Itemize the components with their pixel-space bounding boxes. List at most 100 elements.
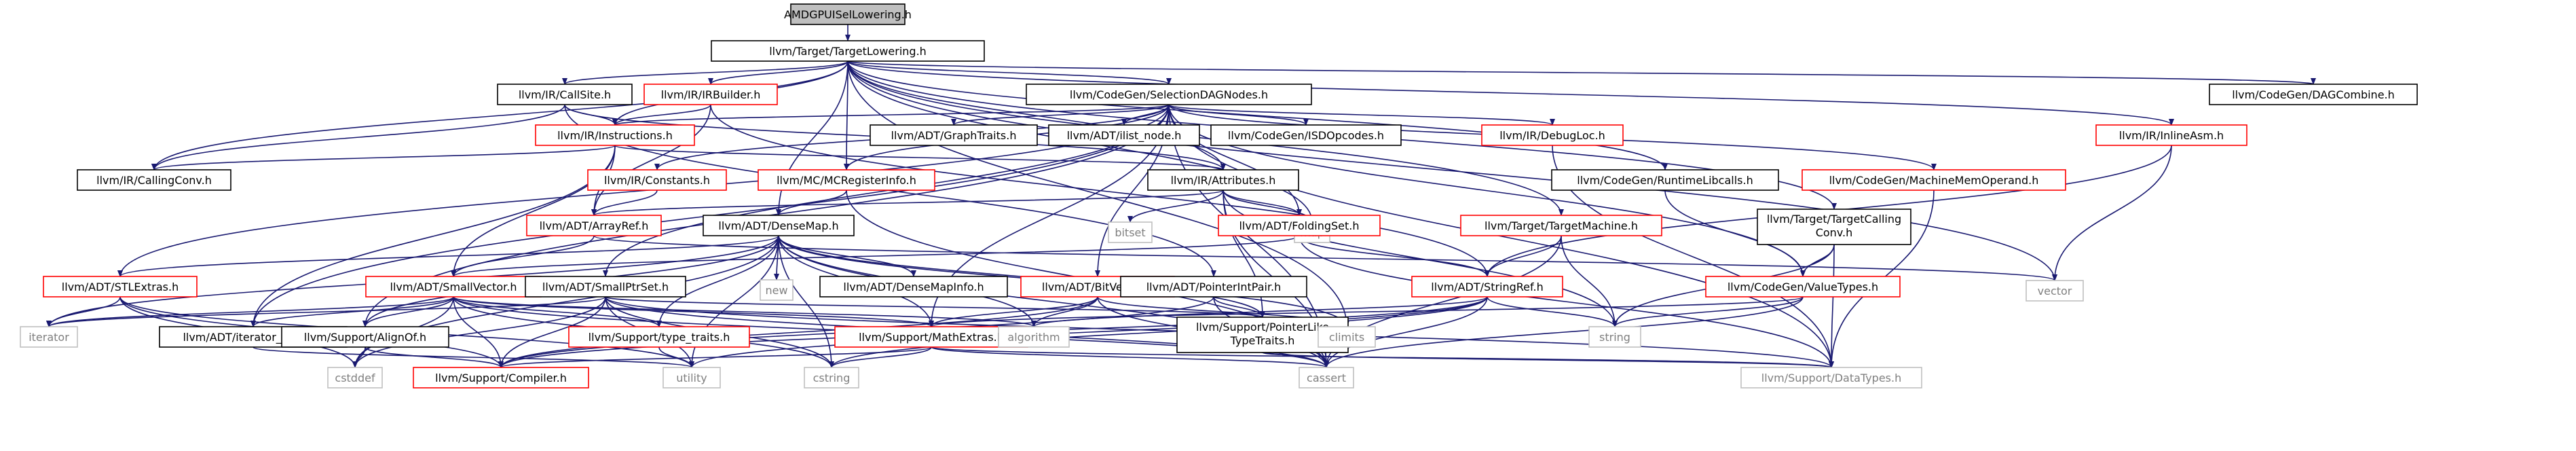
node-box: [1551, 169, 1779, 191]
edge-arrayref-to-smallvector: [451, 235, 595, 277]
edge-densemap-to-stlextras: [117, 235, 779, 277]
node-irbuilder[interactable]: llvm/IR/IRBuilder.h: [643, 84, 778, 105]
node-isdopcodes[interactable]: llvm/CodeGen/ISDOpcodes.h: [1210, 124, 1402, 146]
node-box: [20, 326, 78, 348]
node-label: llvm/Support/Compiler.h: [435, 372, 567, 384]
node-box: [662, 367, 721, 389]
node-label: AMDGPUISelLowering.h: [784, 8, 912, 21]
node-graphtraits[interactable]: llvm/ADT/GraphTraits.h: [870, 124, 1038, 146]
node-label: llvm/Target/TargetMachine.h: [1485, 219, 1638, 232]
node-box: [1218, 215, 1381, 236]
node-cstddef: cstddef: [327, 367, 383, 389]
node-box: [497, 84, 633, 105]
node-mathextras[interactable]: llvm/Support/MathExtras.h: [834, 326, 1028, 348]
node-box: [525, 276, 686, 297]
node-box: [1460, 215, 1662, 236]
edge-tl-to-vector: [847, 60, 2057, 281]
node-label: llvm/IR/CallingConv.h: [96, 174, 212, 187]
edge-smallvector-to-algorithm: [453, 296, 1037, 327]
node-label: llvm/ADT/GraphTraits.h: [891, 129, 1017, 142]
node-iterator: iterator: [20, 326, 78, 348]
node-debugloc[interactable]: llvm/IR/DebugLoc.h: [1481, 124, 1624, 146]
edge-irbuilder-to-instructions: [612, 104, 711, 126]
node-box: [1757, 209, 1911, 245]
node-label: llvm/ADT/SmallPtrSet.h: [542, 281, 669, 293]
node-constants[interactable]: llvm/IR/Constants.h: [587, 169, 727, 191]
edge-alignof-to-compiler: [365, 346, 504, 368]
node-box: [1411, 276, 1563, 297]
node-box: [2095, 124, 2247, 146]
edge-instructions-to-attributes: [614, 145, 1226, 170]
node-ptrintpair[interactable]: llvm/ADT/PointerIntPair.h: [1120, 276, 1307, 297]
node-cstring: cstring: [804, 367, 859, 389]
node-runtimelibcalls[interactable]: llvm/CodeGen/RuntimeLibcalls.h: [1551, 169, 1779, 191]
node-dagcombine[interactable]: llvm/CodeGen/DAGCombine.h: [2209, 84, 2418, 105]
edge-iterrange-to-utility: [253, 346, 694, 368]
node-label: llvm/IR/InlineAsm.h: [2119, 129, 2224, 142]
node-box: [413, 367, 589, 389]
node-alignof[interactable]: llvm/Support/AlignOf.h: [281, 326, 449, 348]
edge-attributes-to-foldingset: [1222, 190, 1302, 216]
node-box: [834, 326, 1028, 348]
node-box: [327, 367, 383, 389]
node-label: llvm/IR/CallSite.h: [519, 88, 611, 101]
node-box: [1108, 221, 1153, 243]
node-box: [535, 124, 695, 146]
node-datatypes: llvm/Support/DataTypes.h: [1740, 367, 1922, 389]
node-densemap[interactable]: llvm/ADT/DenseMap.h: [703, 215, 855, 236]
edge-irbuilder-to-arrayref: [591, 104, 711, 216]
node-targetmachine[interactable]: llvm/Target/TargetMachine.h: [1460, 215, 1662, 236]
node-sdnodes[interactable]: llvm/CodeGen/SelectionDAGNodes.h: [1026, 84, 1312, 105]
edge-irbuilder-to-stringref: [710, 104, 1490, 277]
node-callingconv[interactable]: llvm/IR/CallingConv.h: [77, 169, 231, 191]
node-inlineasm[interactable]: llvm/IR/InlineAsm.h: [2095, 124, 2247, 146]
node-instructions[interactable]: llvm/IR/Instructions.h: [535, 124, 695, 146]
edge-sdnodes-to-isdopcodes: [1168, 104, 1309, 126]
edge-smallvector-to-iterator: [46, 296, 454, 327]
node-label: llvm/MC/MCRegisterInfo.h: [777, 174, 916, 187]
node-bitset: bitset: [1108, 221, 1153, 243]
node-label: llvm/IR/Instructions.h: [557, 129, 673, 142]
node-label: llvm/CodeGen/ISDOpcodes.h: [1228, 129, 1384, 142]
node-smallptrset[interactable]: llvm/ADT/SmallPtrSet.h: [525, 276, 686, 297]
edge-tl-to-runtimelibcalls: [847, 60, 1668, 170]
edge-ptrintpair-to-ptrliketraits: [1213, 296, 1265, 318]
node-label: llvm/ADT/SmallVector.h: [390, 281, 517, 293]
node-root[interactable]: AMDGPUISelLowering.h: [784, 3, 912, 25]
node-ilistnode[interactable]: llvm/ADT/ilist_node.h: [1048, 124, 1200, 146]
edge-instructions-to-smallvector: [451, 145, 616, 277]
edge-bitvector-to-mathextras: [929, 296, 1098, 327]
node-box: [365, 276, 542, 297]
node-valuetypes[interactable]: llvm/CodeGen/ValueTypes.h: [1705, 276, 1901, 297]
node-callsite[interactable]: llvm/IR/CallSite.h: [497, 84, 633, 105]
node-mmo[interactable]: llvm/CodeGen/MachineMemOperand.h: [1802, 169, 2066, 191]
node-box: [760, 279, 794, 301]
edge-smallvector-to-alignof: [362, 296, 454, 327]
node-box: [1210, 124, 1402, 146]
node-stringref[interactable]: llvm/ADT/StringRef.h: [1411, 276, 1563, 297]
node-box: [1048, 124, 1200, 146]
node-tl[interactable]: llvm/Target/TargetLowering.h: [711, 40, 985, 62]
node-box: [870, 124, 1038, 146]
edge-sdnodes-to-debugloc: [1168, 104, 1555, 126]
node-attributes[interactable]: llvm/IR/Attributes.h: [1147, 169, 1299, 191]
edge-tl-to-sdnodes: [847, 60, 1172, 85]
node-arrayref[interactable]: llvm/ADT/ArrayRef.h: [526, 215, 662, 236]
node-mcreg[interactable]: llvm/MC/MCRegisterInfo.h: [758, 169, 935, 191]
node-label: llvm/IR/Constants.h: [604, 174, 710, 187]
node-label: new: [765, 284, 787, 297]
node-foldingset[interactable]: llvm/ADT/FoldingSet.h: [1218, 215, 1381, 236]
node-box: [819, 276, 1008, 297]
node-box: [758, 169, 935, 191]
node-densemapinfo[interactable]: llvm/ADT/DenseMapInfo.h: [819, 276, 1008, 297]
node-smallvector[interactable]: llvm/ADT/SmallVector.h: [365, 276, 542, 297]
node-box: [790, 3, 906, 25]
edge-smallptrset-to-iterator: [46, 296, 606, 327]
node-string: string: [1588, 326, 1641, 348]
edge-valuetypes-to-string: [1612, 296, 1804, 327]
node-label: algorithm: [1007, 331, 1060, 344]
node-stlextras[interactable]: llvm/ADT/STLExtras.h: [43, 276, 198, 297]
node-compiler[interactable]: llvm/Support/Compiler.h: [413, 367, 589, 389]
node-typetraits[interactable]: llvm/Support/type_traits.h: [568, 326, 750, 348]
